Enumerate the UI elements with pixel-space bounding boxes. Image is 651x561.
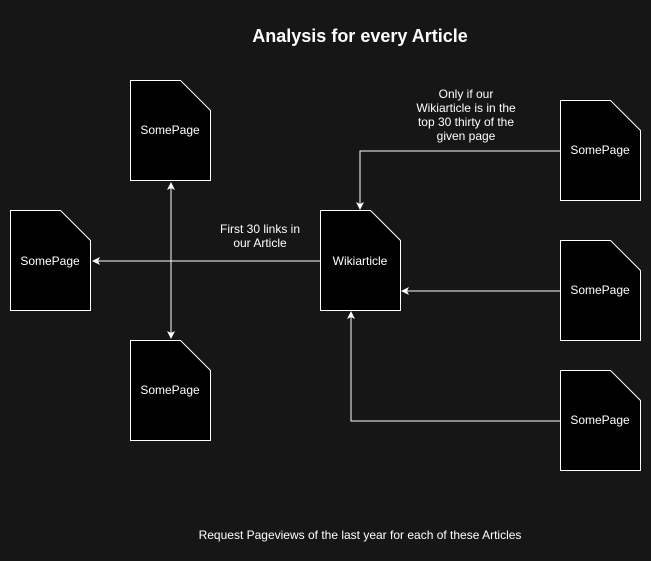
- node-label: SomePage: [570, 143, 630, 157]
- node-label: Wikiarticle: [333, 254, 388, 268]
- node-somepage-left[interactable]: SomePage: [10, 210, 91, 311]
- document-shape: [560, 100, 641, 201]
- diagram-title: Analysis for every Article: [252, 26, 467, 46]
- node-somepage-bottom[interactable]: SomePage: [130, 340, 211, 441]
- node-label: SomePage: [140, 123, 200, 137]
- edge-label-incoming-line3: top 30 thirty of the: [418, 115, 514, 129]
- node-label: SomePage: [570, 413, 630, 427]
- document-shape: [560, 240, 641, 341]
- node-somepage-right-top[interactable]: SomePage: [560, 100, 641, 201]
- document-shape: [10, 210, 91, 311]
- document-shape: [320, 210, 401, 311]
- document-shape: [130, 80, 211, 181]
- document-shape: [130, 340, 211, 441]
- node-label: SomePage: [570, 283, 630, 297]
- edge-label-incoming-line2: Wikiarticle is in the: [416, 101, 516, 115]
- node-somepage-right-middle[interactable]: SomePage: [560, 240, 641, 341]
- node-label: SomePage: [20, 254, 80, 268]
- node-somepage-right-bottom[interactable]: SomePage: [560, 370, 641, 471]
- edge-label-outgoing-line1: First 30 links in: [220, 222, 300, 236]
- node-somepage-top[interactable]: SomePage: [130, 80, 211, 181]
- edge-label-outgoing-line2: our Article: [233, 236, 287, 250]
- document-shape: [560, 370, 641, 471]
- edge-label-incoming-line1: Only if our: [439, 87, 494, 101]
- footer-note: Request Pageviews of the last year for e…: [199, 528, 522, 542]
- edge-righttop-to-wikiarticle: [356, 150, 560, 210]
- node-wikiarticle[interactable]: Wikiarticle: [320, 210, 401, 311]
- node-label: SomePage: [140, 383, 200, 397]
- edge-label-incoming-line4: given page: [437, 129, 496, 143]
- edge-rightbottom-to-wikiarticle: [347, 311, 560, 422]
